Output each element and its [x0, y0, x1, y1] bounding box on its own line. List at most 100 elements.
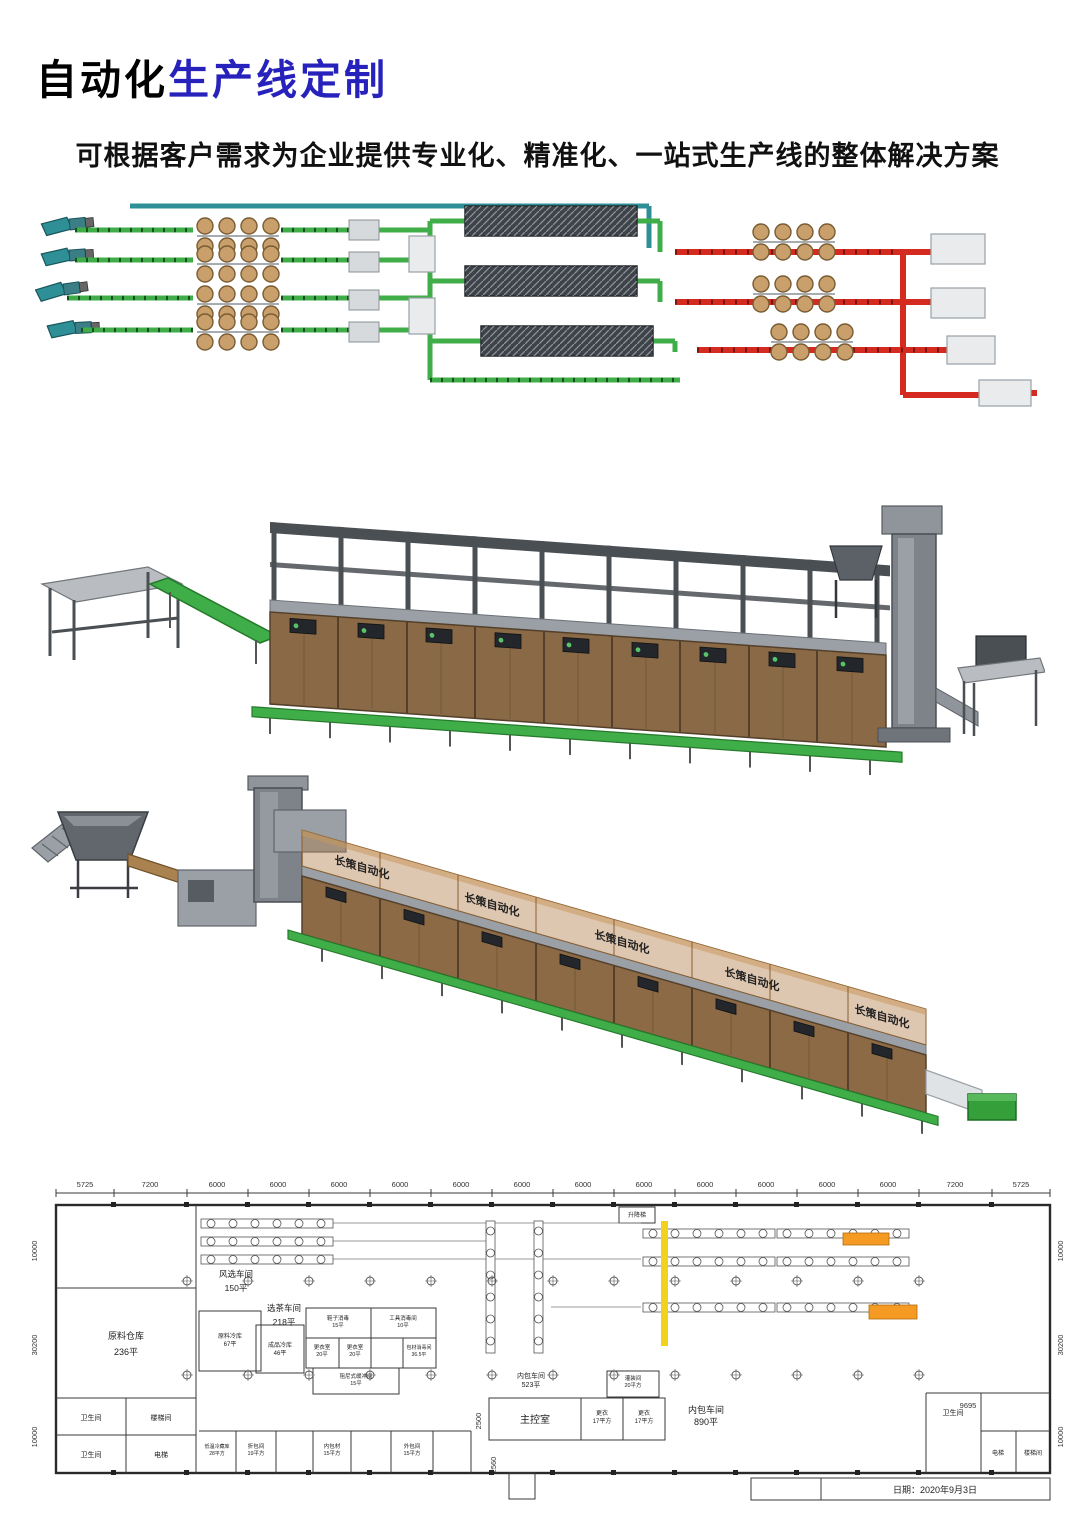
room-elevator-right: 电梯	[992, 1449, 1004, 1457]
room-control: 主控室	[520, 1413, 550, 1426]
room-raw-cold-area: 67平	[224, 1341, 237, 1348]
line-belt-conveyor	[287, 929, 939, 1135]
line-belt-conveyor	[251, 706, 903, 775]
room-inner-material: 内包材	[324, 1442, 341, 1450]
room-inner-material-area: 15平方	[323, 1449, 341, 1457]
room-buffer-area: 15平	[350, 1380, 362, 1387]
room-tea-sorting-area: 218平	[273, 1317, 296, 1327]
infeed-hoppers	[35, 213, 101, 339]
dim-top: 6000	[392, 1180, 409, 1189]
covered-machine-line: 长策自动化 长策自动化 长策自动化 长策自动化 长策自动化	[287, 829, 939, 1135]
translucent-cover: 长策自动化 长策自动化 长策自动化 长策自动化 长策自动化	[301, 829, 927, 1046]
room-raw-cold: 原料冷库	[218, 1332, 242, 1340]
dim-right-mid: 30200	[1056, 1335, 1065, 1356]
dim-top: 7200	[947, 1180, 964, 1189]
room-raw-warehouse: 原料仓库	[108, 1330, 144, 1341]
column-row-upper	[181, 1275, 925, 1287]
dim-right-bottom: 10000	[1056, 1427, 1065, 1448]
dim-top: 6000	[209, 1180, 226, 1189]
room-stairs-right: 楼梯间	[1024, 1449, 1042, 1457]
room-outer-pack: 外包间	[404, 1442, 421, 1450]
elevator-base	[877, 727, 951, 743]
room-lift: 升降梯	[628, 1211, 646, 1219]
dim-top: 6000	[514, 1180, 531, 1189]
bucket-elevator	[829, 505, 979, 743]
dim-top: 6000	[270, 1180, 287, 1189]
room-material-disinfect: 包材消毒间	[406, 1344, 431, 1351]
infeed-table	[40, 566, 184, 660]
page-title: 自动化生产线定制	[36, 46, 388, 106]
interior-walls	[56, 1205, 1050, 1500]
room-wind-sorting-area: 150平	[225, 1283, 248, 1293]
room-finished-cold-area: 46平	[274, 1350, 287, 1357]
plan-date: 日期：2020年9月3日	[893, 1484, 977, 1495]
room-dressing-b-area: 20平	[349, 1351, 361, 1358]
dim-top: 5725	[77, 1180, 94, 1189]
orange-highlight-2	[868, 1304, 918, 1320]
dim-top: 6000	[697, 1180, 714, 1189]
dim-top: 6000	[636, 1180, 653, 1189]
transfer-boxes	[348, 219, 436, 343]
room-dressing-b: 更衣室	[347, 1343, 364, 1351]
room-elevator-left: 电梯	[154, 1450, 168, 1459]
elevator-head	[881, 505, 943, 535]
dim-top: 6000	[575, 1180, 592, 1189]
dim-top: 6000	[758, 1180, 775, 1189]
room-fold-pack-area: 19平方	[247, 1449, 265, 1457]
feeder-machine	[177, 869, 257, 927]
room-toilet-right: 卫生间	[943, 1408, 964, 1417]
plan-equipment	[200, 1218, 910, 1354]
room-dressing-c-area: 17平方	[593, 1417, 612, 1425]
room-inner-pack-a-area: 523平	[522, 1381, 541, 1389]
room-tool-disinfect-area: 10平	[397, 1322, 409, 1329]
room-toilet-left-1: 卫生间	[81, 1413, 102, 1422]
yellow-highlight-bar	[661, 1221, 668, 1346]
feed-hopper	[56, 811, 150, 898]
room-labels: 原料仓库 236平 风选车间 150平 选茶车间 218平 原料冷库 67平 成…	[81, 1211, 1043, 1459]
right-end-machines	[930, 233, 1032, 407]
title-block: 日期：2020年9月3日	[750, 1477, 1051, 1501]
room-cold-store: 低温冷藏库	[204, 1443, 229, 1450]
room-dressing-c: 更衣	[596, 1409, 608, 1417]
elevator-hopper	[829, 545, 883, 581]
room-finished-cold: 成品冷库	[268, 1341, 292, 1349]
machine-line	[251, 522, 903, 775]
room-material-disinfect-area: 36.5平	[412, 1352, 427, 1358]
incline-conveyor	[148, 577, 280, 664]
dim-left-top: 10000	[30, 1241, 39, 1262]
room-toilet-left-2: 卫生间	[81, 1450, 102, 1459]
room-dressing-d: 更衣	[638, 1409, 650, 1417]
render-machine-line-covered: 长策自动化 长策自动化 长策自动化 长策自动化 长策自动化	[31, 775, 1017, 1135]
vibrating-sifter-clusters-right	[752, 223, 854, 361]
room-stairs-left: 楼梯间	[151, 1413, 172, 1422]
collection-bin	[967, 1093, 1017, 1121]
render-top-schematic	[35, 203, 1037, 407]
vibrating-sifter-clusters-left	[196, 217, 280, 351]
dim-2500: 2500	[474, 1413, 483, 1430]
room-raw-warehouse-area: 236平	[114, 1347, 138, 1357]
factory-floorplan: 10000 30200 10000 10000 30200 10000 5725…	[30, 1180, 1065, 1501]
room-cold-store-area: 28平方	[209, 1450, 225, 1457]
dim-top: 6000	[880, 1180, 897, 1189]
dim-top: 6000	[331, 1180, 348, 1189]
room-filling-area: 20平方	[624, 1381, 642, 1389]
top-dimension-line: 5725 7200 6000 6000 6000 6000 6000 6000 …	[55, 1180, 1051, 1197]
side-dimensions: 10000 30200 10000 10000 30200 10000	[30, 1241, 1065, 1448]
room-tea-sorting: 选茶车间	[267, 1303, 301, 1313]
canopy-frame	[270, 522, 890, 643]
dim-right-top: 10000	[1056, 1241, 1065, 1262]
room-dressing-a-area: 20平	[316, 1351, 328, 1358]
room-inner-pack-a: 内包车间	[517, 1371, 545, 1380]
room-outer-pack-area: 15平方	[403, 1449, 421, 1457]
column-row-lower	[181, 1369, 925, 1381]
room-shoe-disinfect: 鞋子消毒	[327, 1314, 350, 1322]
dim-9695: 9695	[960, 1401, 977, 1410]
orange-highlight-1	[842, 1232, 890, 1246]
dim-2560: 2560	[489, 1457, 498, 1474]
room-wind-sorting: 风选车间	[219, 1269, 253, 1279]
dim-left-bottom: 10000	[30, 1427, 39, 1448]
dim-top: 7200	[142, 1180, 159, 1189]
room-shoe-disinfect-area: 15平	[332, 1322, 344, 1329]
dim-left-mid: 30200	[30, 1335, 39, 1356]
